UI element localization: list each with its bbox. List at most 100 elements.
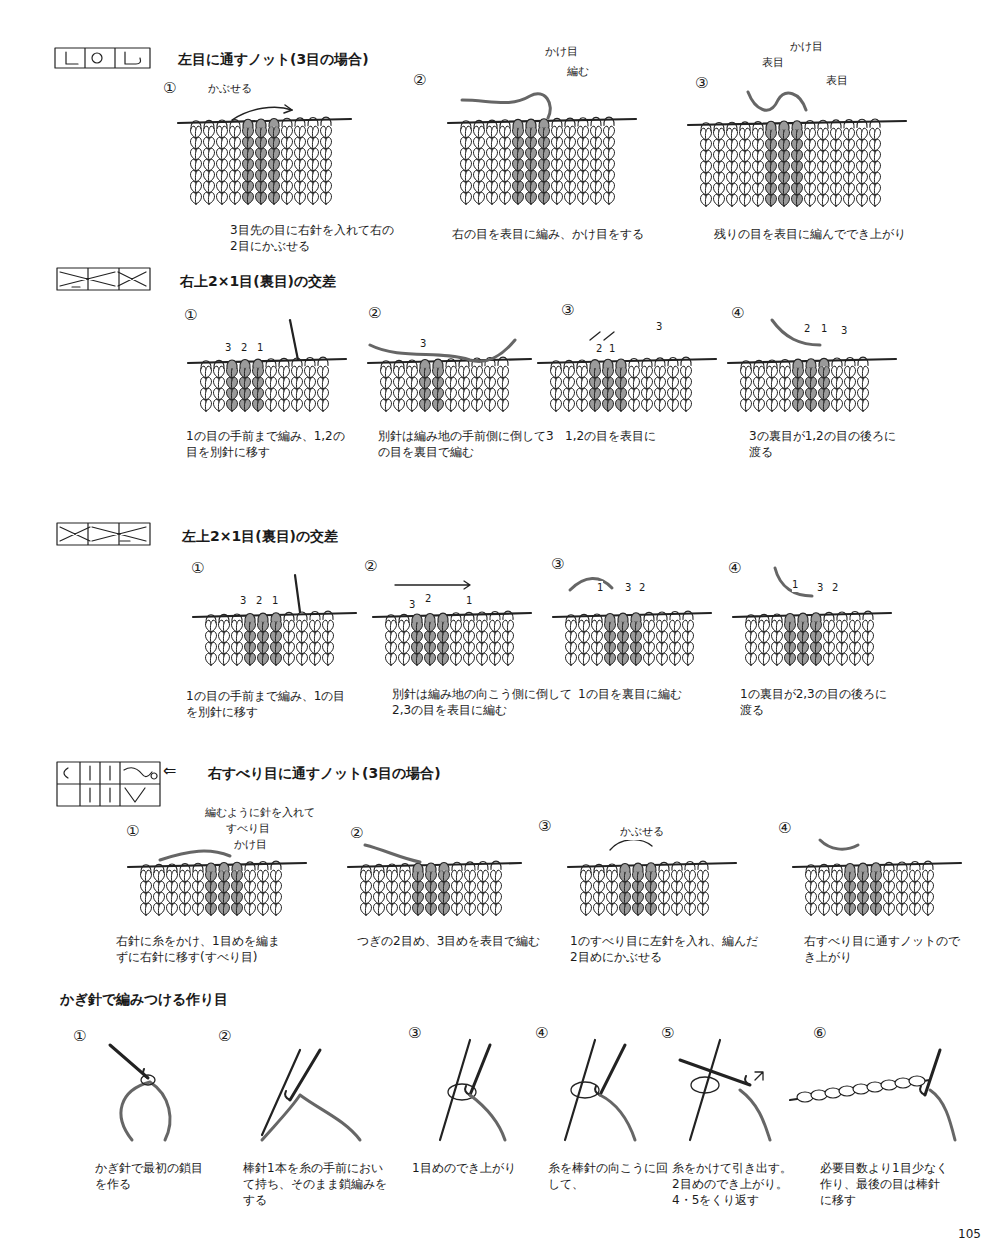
knit-stitch	[283, 388, 289, 400]
knit-stitch	[262, 631, 268, 643]
knit-stitch	[489, 377, 495, 389]
chart-symbol	[57, 268, 150, 290]
callout-label: 編むように針を入れて	[205, 806, 315, 821]
caption: 3の裏目が1,2の目の後ろに渡る	[749, 428, 899, 460]
knit-stitch	[583, 653, 589, 665]
knit-stitch	[502, 388, 508, 400]
knit-stitch	[783, 150, 789, 162]
knit-stitch	[273, 137, 279, 149]
knit-stitch	[286, 137, 292, 149]
knit-stitch	[437, 388, 443, 400]
knitting-needle	[290, 320, 298, 360]
knit-stitch	[848, 150, 854, 162]
caption: 右針に糸をかけ、1目めを編まずに右針に移す(すべり目)	[116, 933, 291, 965]
knit-stitch	[221, 181, 227, 193]
knit-stitch	[218, 399, 224, 411]
knit-stitch	[650, 870, 656, 882]
knit-stitch	[810, 903, 816, 915]
knit-stitch	[867, 642, 873, 654]
knit-stitch	[443, 892, 449, 904]
knit-stitch	[622, 620, 628, 632]
knit-stitch	[608, 159, 614, 171]
knit-stitch	[416, 631, 422, 643]
knit-stitch	[247, 137, 253, 149]
knit-stitch	[468, 620, 474, 632]
knit-stitch	[442, 642, 448, 654]
crochet-hook	[110, 1045, 148, 1078]
knit-stitch	[848, 139, 854, 151]
knit-stitch	[609, 642, 615, 654]
knit-stitch	[595, 148, 601, 160]
knit-stitch	[620, 388, 626, 400]
knit-stitch	[822, 194, 828, 206]
needle-loop	[806, 359, 816, 367]
knit-stitch	[705, 194, 711, 206]
knit-stitch	[234, 170, 240, 182]
chain-loop	[839, 1086, 855, 1096]
needle-loop	[701, 123, 711, 131]
knit-stitch	[234, 159, 240, 171]
knit-stitch	[784, 388, 790, 400]
knit-stitch	[646, 399, 652, 411]
knit-stitch	[171, 881, 177, 893]
knit-stitch	[874, 172, 880, 184]
needle-loop	[206, 615, 216, 623]
needle-loop	[503, 611, 513, 619]
step-number: ①	[73, 1026, 86, 1046]
needle-loop	[785, 614, 795, 622]
needle-loop	[767, 360, 777, 368]
needle-loop	[831, 120, 841, 128]
knit-stitch	[543, 126, 549, 138]
yarn	[462, 94, 550, 118]
knit-stitch	[502, 366, 508, 378]
knit-stitch	[635, 631, 641, 643]
chain-loop	[867, 1082, 883, 1092]
knit-stitch	[744, 194, 750, 206]
knit-stitch	[770, 161, 776, 173]
chain-loop	[811, 1090, 827, 1100]
needle-loop	[245, 862, 255, 870]
needle-loop	[740, 122, 750, 130]
knit-stitch	[469, 903, 475, 915]
needle-loop	[461, 121, 471, 129]
caption: 糸をかけて引き出す。2目めのでき上がり。4・5をくり返す	[672, 1160, 797, 1209]
knit-stitch	[637, 892, 643, 904]
needle-loop	[633, 863, 643, 871]
knit-stitch	[476, 399, 482, 411]
knit-stitch	[583, 631, 589, 643]
needle-loop	[793, 359, 803, 367]
needle-loop	[217, 120, 227, 128]
knit-stitch	[299, 181, 305, 193]
knit-stitch	[598, 892, 604, 904]
knit-stitch	[836, 881, 842, 893]
knit-stitch	[676, 903, 682, 915]
needle-loop	[425, 614, 435, 622]
text-label: ⇐	[163, 760, 176, 782]
knit-stitch	[314, 620, 320, 632]
knit-stitch	[776, 653, 782, 665]
knit-stitch	[815, 653, 821, 665]
knit-stitch	[633, 366, 639, 378]
knit-stitch	[624, 881, 630, 893]
knit-stitch	[607, 377, 613, 389]
needle-loop	[871, 863, 881, 871]
knit-stitch	[875, 903, 881, 915]
knit-stitch	[595, 137, 601, 149]
knit-stitch	[327, 631, 333, 643]
knit-stitch	[145, 903, 151, 915]
knit-stitch	[648, 653, 654, 665]
knit-stitch	[874, 139, 880, 151]
knit-stitch	[849, 881, 855, 893]
step-number: ③	[695, 73, 708, 93]
chart-symbol	[60, 527, 146, 541]
knit-stitch	[914, 881, 920, 893]
knit-stitch	[569, 126, 575, 138]
knit-stitch	[262, 620, 268, 632]
knit-stitch	[517, 137, 523, 149]
knit-stitch	[810, 366, 816, 378]
knit-stitch	[836, 892, 842, 904]
knit-stitch	[849, 366, 855, 378]
caption: 1の目の手前まで編み、1,2の目を別針に移す	[186, 428, 346, 460]
knit-stitch	[273, 170, 279, 182]
knit-stitch	[861, 139, 867, 151]
